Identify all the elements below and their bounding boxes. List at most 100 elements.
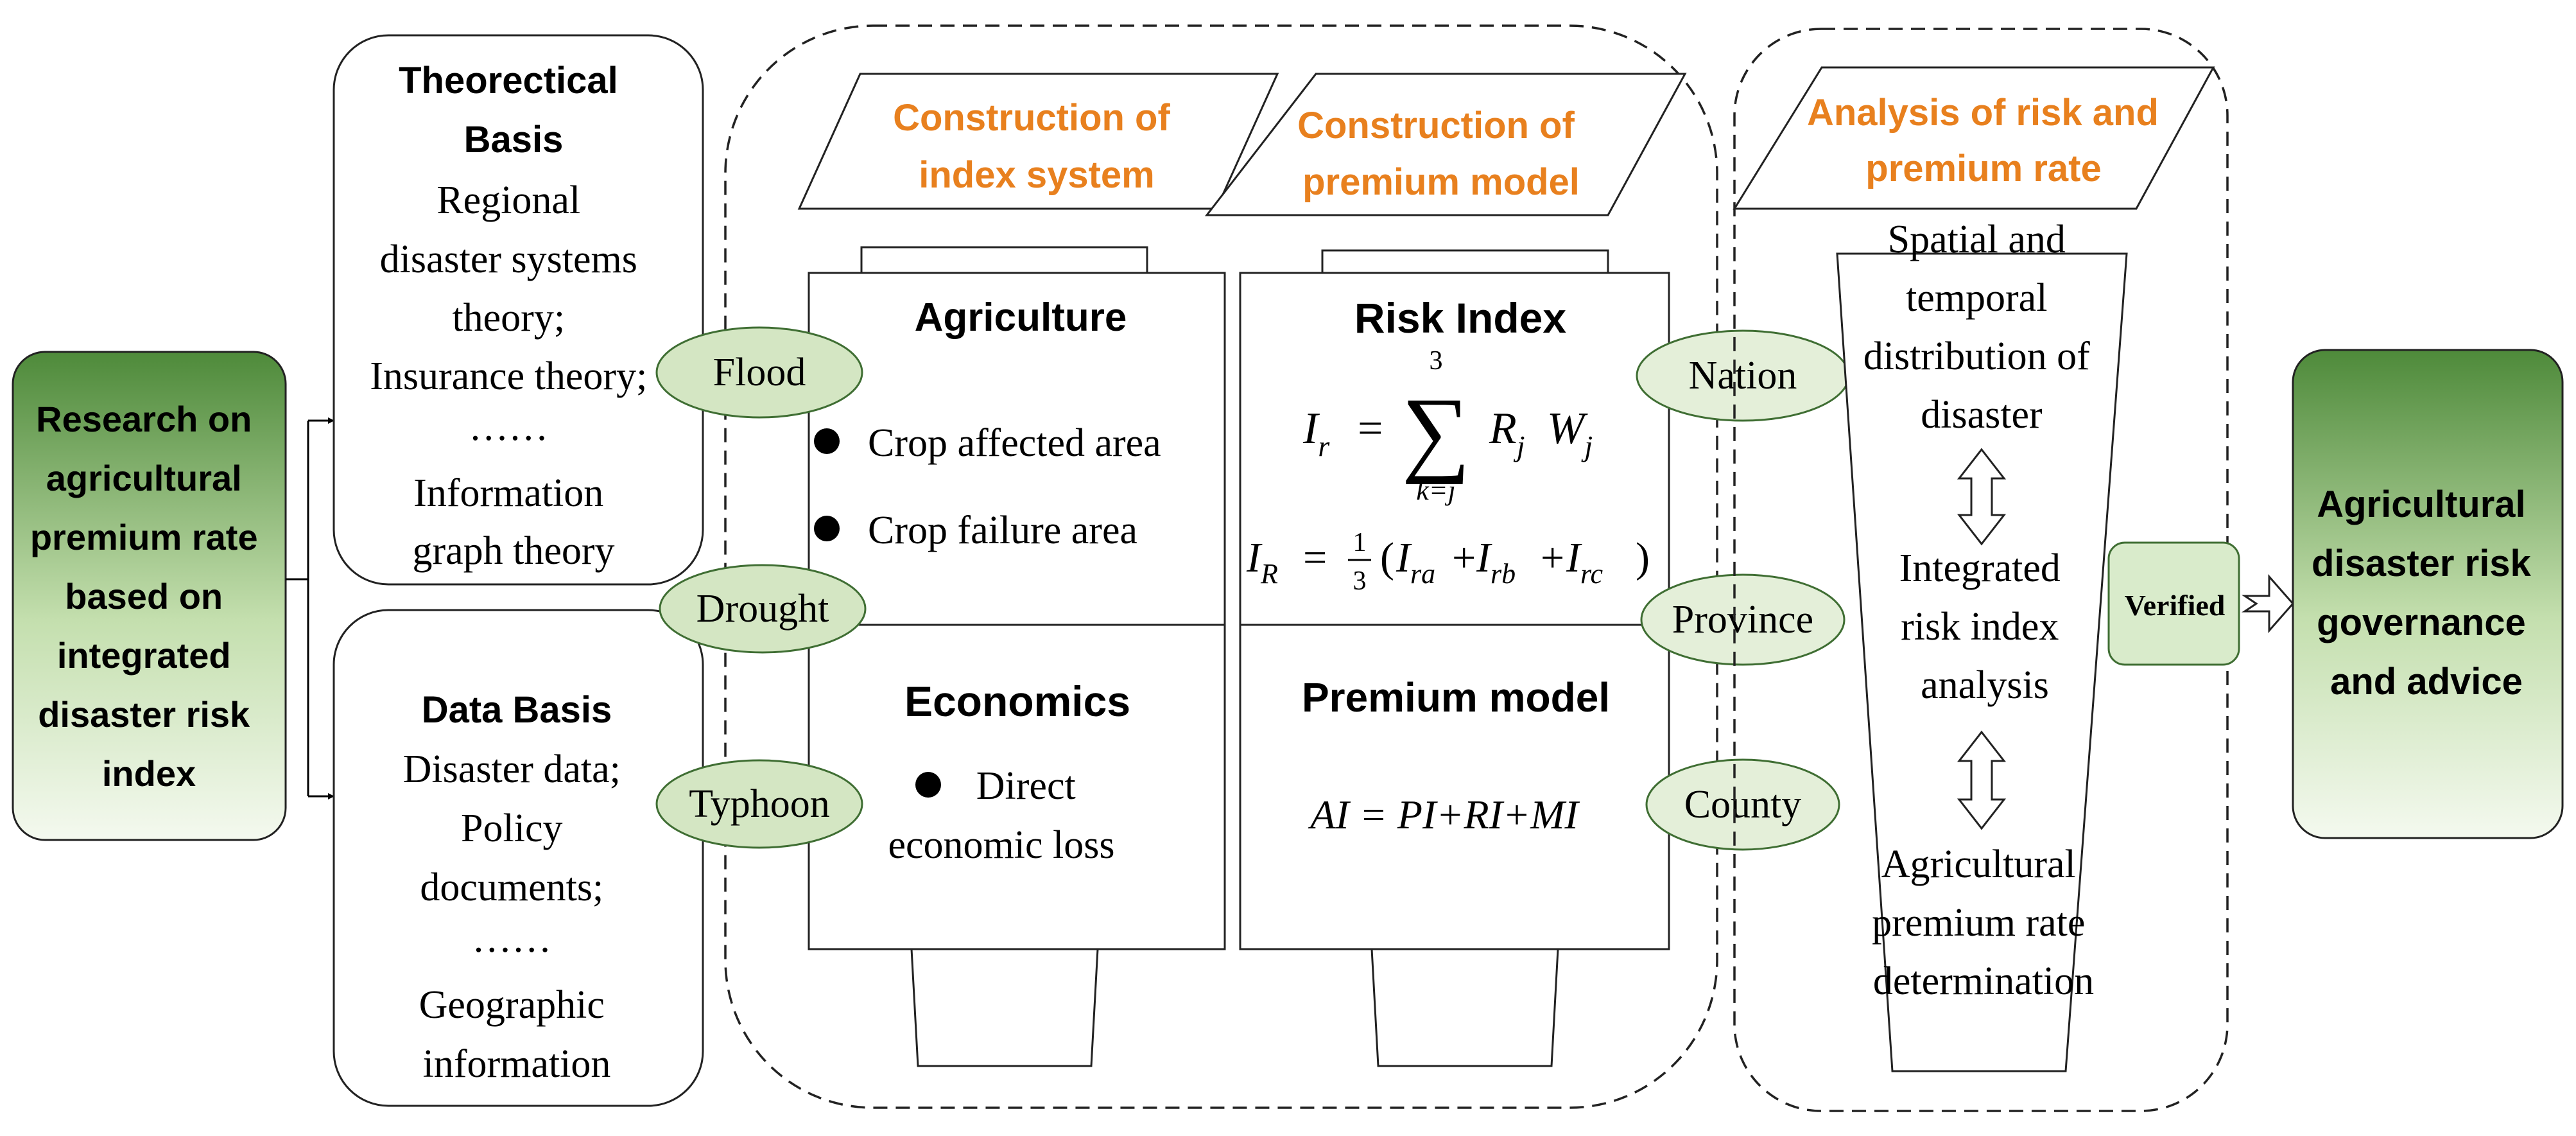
governance-line: Agricultural [2317,484,2526,525]
governance-line: and advice [2330,661,2523,703]
hazard-label: Typhoon [689,782,830,826]
analysis-bottom-line: Agricultural [1881,843,2076,886]
theoretical-title: Basis [464,119,564,161]
theoretical-line: theory; [452,296,565,340]
svg-text:Theorectical Basis: Theorectical Basis [399,60,628,161]
header-text: premium rate [1865,148,2101,189]
svg-text:Agricultural disaster risk: Agricultural disaster risk governance an… [2312,484,2541,703]
theoretical-line: Regional [437,179,580,222]
theoretical-line: Information [413,471,603,515]
hazard-drought [659,564,867,654]
header-text: index system [919,154,1155,196]
svg-text:Research on agricultural: Research on agricultural premium rate ba… [30,399,268,794]
analysis-middle-line: analysis [1921,663,2049,707]
formula-equals: = [1303,534,1327,581]
sum-bottom: k=j [1416,475,1455,506]
agriculture-panel [808,272,1226,626]
svg-text:Irb: Irb [1476,534,1516,590]
analysis-middle-line: risk index [1901,605,2059,649]
data-basis-title: Data Basis [422,689,612,731]
risk-index-title: Risk Index [1354,294,1566,342]
svg-text:IR: IR [1246,534,1278,590]
svg-text:Construction of premium m: Construction of premium model [1297,105,1585,203]
agriculture-item: Crop affected area [868,421,1161,465]
formula-subscript: rc [1580,558,1603,590]
data-basis-line: information [423,1042,611,1086]
formula-symbol: I [1396,534,1412,581]
hazard-label: Drought [696,587,829,631]
research-line: agricultural [46,458,242,498]
formula-subscript: j [1581,430,1593,462]
header-text: Construction of [1297,105,1575,146]
formula-symbol: I [1302,404,1320,453]
agriculture-title: Agriculture [915,295,1127,340]
analysis-bottom-line: determination [1873,959,2094,1003]
research-line: disaster risk [38,694,250,735]
formula-symbol: W [1547,404,1588,453]
scale-label: County [1684,783,1802,826]
hazard-flood [655,326,863,419]
premium-formula: AI = PI+RI+MI [1308,792,1580,837]
economics-panel [808,624,1226,950]
paren-open: ( [1380,534,1394,581]
bullet-icon [915,772,941,798]
svg-text:Irc: Irc [1566,534,1603,590]
scale-label: Province [1672,598,1813,642]
paren-close: ) [1636,534,1650,581]
theoretical-line: graph theory [412,529,614,573]
data-basis-line: …… [472,917,551,961]
formula-symbol: I [1246,534,1263,581]
formula-symbol: I [1566,534,1582,581]
data-basis-line: Disaster data; [403,747,621,791]
data-basis-box [333,609,704,1107]
aggregate-index-formula: IR = 1 3 ( Ira + Irb + Irc ) [1246,528,1650,596]
svg-text:Construction of index syst: Construction of index system [893,97,1180,196]
svg-text:Rj: Rj [1489,404,1525,462]
scale-label: Nation [1689,354,1797,398]
governance-line: disaster risk [2312,543,2532,584]
scale-county [1645,758,1840,851]
sigma-icon: ∑ [1402,378,1471,485]
svg-text:Data Basis: Data Basis [422,689,612,731]
theoretical-basis-box [333,34,704,586]
header-text: Construction of [893,97,1170,139]
theoretical-line: …… [469,405,548,449]
analysis-middle-line: Integrated [1899,546,2061,590]
premium-panel [1239,624,1670,950]
double-arrow-icon [1957,448,2007,546]
research-line: premium rate [30,517,258,557]
hollow-arrow-icon [2242,574,2294,633]
svg-text:Direct economic loss: Direct economic loss [888,764,1115,867]
svg-text:Disaster data; Policy: Disaster data; Policy documents; …… Geog… [403,747,631,1086]
theoretical-line: Insurance theory; [370,354,647,398]
formula-subscript: ra [1410,558,1435,590]
verified-label: Verified [2125,589,2226,622]
formula-symbol: R [1489,404,1517,453]
formula-subscript: r [1318,430,1330,462]
index-system-tab-top [860,246,1148,274]
economics-item: Direct [976,764,1076,808]
analysis-top-line: disaster [1921,393,2043,437]
svg-text:Ira: Ira [1396,534,1435,590]
double-arrow-icon [1957,730,2007,830]
governance-line: governance [2317,602,2526,643]
header-text: Analysis of risk and [1807,92,2159,134]
fraction-denominator: 3 [1353,566,1367,596]
risk-index-formula: Ir = 3 ∑ k=j Rj Wj [1302,346,1593,506]
governance-box [2292,349,2564,839]
branch-arrows [286,417,334,800]
premium-model-header [1204,73,1687,216]
analysis-top-line: temporal [1906,276,2047,320]
research-line: index [102,753,196,794]
theoretical-line: disaster systems [380,238,637,281]
sum-top: 3 [1430,346,1443,376]
formula-subscript: j [1514,430,1525,462]
svg-text:Regional disaster systems: Regional disaster systems theory; Insura… [370,179,657,573]
svg-text:Integrated risk index: Integrated risk index analysis [1899,546,2071,707]
formula-symbol: I [1476,534,1492,581]
premium-model-tab-top [1321,249,1609,274]
formula-equals: = [1358,404,1383,453]
bullet-icon [814,516,840,541]
economics-title: Economics [904,677,1130,725]
